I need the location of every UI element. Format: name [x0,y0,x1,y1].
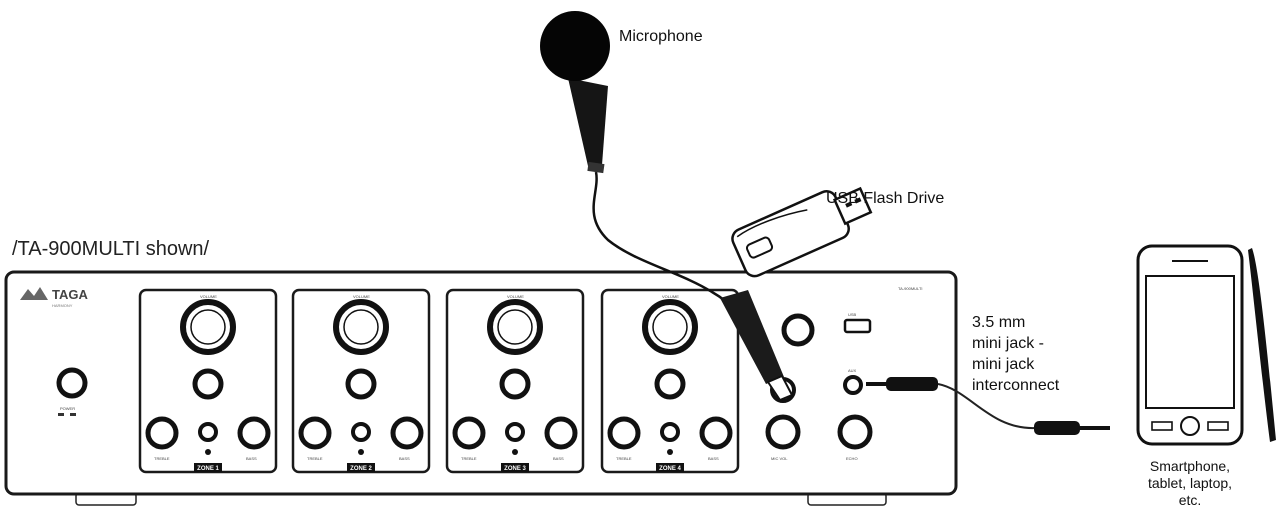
bass-knob [237,416,271,450]
usb-port [843,318,872,334]
zone-switch [660,422,680,442]
svg-text:ECHO: ECHO [846,456,858,461]
cable-label-line: interconnect [972,377,1060,394]
treble-label: TREBLE [616,456,632,461]
bass-label: BASS [246,456,257,461]
zone-switch [198,422,218,442]
zone-label: ZONE 1 [197,466,219,472]
volume-label: VOLUME [200,294,217,299]
device-label-line: Smartphone, [1149,458,1231,474]
source-selector-knob [499,368,531,400]
volume-label: VOLUME [662,294,679,299]
treble-knob [607,416,641,450]
source-selector-knob [654,368,686,400]
microphone [540,11,794,402]
volume-label: VOLUME [353,294,370,299]
treble-knob [452,416,486,450]
zone-label: ZONE 2 [350,466,372,472]
zone-label: ZONE 4 [659,466,681,472]
svg-text:MIC VOL: MIC VOL [771,456,788,461]
treble-knob [145,416,179,450]
zone-panel: VOLUME TREBLE BASS ZONE 3 [445,288,585,474]
zone-switch [505,422,525,442]
bass-label: BASS [399,456,410,461]
device-label-line: etc. [1178,492,1202,508]
microphone-plug [720,290,784,384]
cable-label-line: mini jack - [972,335,1045,352]
bass-label: BASS [553,456,564,461]
mic-eq-knob [765,414,801,450]
zone-panel: VOLUME TREBLE BASS ZONE 4 [600,288,740,474]
brand-label: TAGA [52,287,88,302]
treble-label: TREBLE [461,456,477,461]
zone-panel: VOLUME TREBLE BASS ZONE 1 [138,288,278,474]
zone-switch [351,422,371,442]
mic-volume-knob [781,313,815,347]
power-label: POWER [60,406,75,411]
device-label-line: tablet, laptop, [1147,475,1233,491]
zone-panels: VOLUME TREBLE BASS ZONE 1 VOLUME TREBLE BASS ZO… [138,288,740,474]
usb-flash-drive [731,186,873,278]
usb-aux-section: USB AUX ECHO [837,312,873,461]
mini-jack-cable [866,377,1110,435]
smartphone [1136,244,1276,446]
device-label: Smartphone, tablet, laptop, etc. [1130,458,1250,509]
bass-label: BASS [708,456,719,461]
zone-badge [501,463,529,472]
cable-label-line: mini jack [972,356,1035,373]
source-selector-knob [345,368,377,400]
svg-text:USB: USB [848,312,857,317]
microphone-label: Microphone [619,28,703,45]
aux-jack [843,375,863,395]
mini-jack-plug-amp [886,377,938,391]
zone-label: ZONE 3 [504,466,526,472]
mini-jack-plug-device [1034,421,1080,435]
microphone-handle [568,78,608,166]
cable-label: 3.5 mm mini jack - mini jack interconnec… [972,312,1059,396]
svg-text:AUX: AUX [848,368,857,373]
svg-text:HARMONY: HARMONY [52,303,73,308]
cable-label-line: 3.5 mm [972,314,1026,331]
usb-flash-drive-label: USB Flash Drive [826,190,945,207]
bass-knob [390,416,424,450]
zone-badge [347,463,375,472]
zone-badge [656,463,684,472]
mic-input-section: MIC VOL [765,313,815,461]
power-button: POWER [56,367,88,416]
treble-label: TREBLE [307,456,323,461]
source-selector-knob [192,368,224,400]
model-note: /TA-900MULTI shown/ [12,238,210,260]
volume-label: VOLUME [507,294,524,299]
amplifier: TAGA HARMONY POWER TA-900MULTI VOLUME TRE… [4,270,958,506]
smartphone-side [1248,248,1276,442]
treble-label: TREBLE [154,456,170,461]
zone-panel: VOLUME TREBLE BASS ZONE 2 [291,288,431,474]
bass-knob [699,416,733,450]
echo-knob [837,414,873,450]
taga-logo: TAGA HARMONY [20,287,88,308]
microphone-head [540,11,610,81]
model-badge: TA-900MULTI [898,286,923,291]
zone-badge [194,463,222,472]
bass-knob [544,416,578,450]
treble-knob [298,416,332,450]
